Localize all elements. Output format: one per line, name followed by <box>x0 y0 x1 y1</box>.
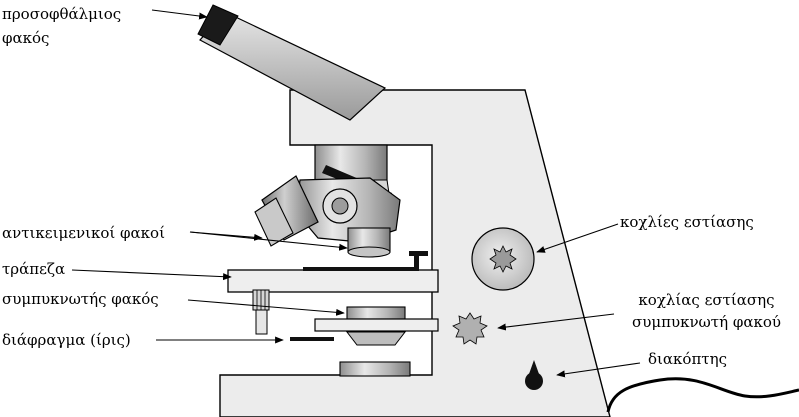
label-focus-knobs: κοχλίες εστίασης <box>620 213 754 231</box>
condenser-lens-top <box>346 306 406 320</box>
stage <box>227 269 439 293</box>
objective-lens-angled <box>254 175 319 247</box>
pointer-condenser-knob <box>497 313 615 331</box>
eyepiece-tube <box>197 4 387 121</box>
label-switch: διακόπτης <box>648 350 727 368</box>
label-objectives: αντικειμενικοί φακοί <box>2 224 165 242</box>
pointer-condenser <box>187 299 345 316</box>
condenser-focus-knob <box>452 312 488 345</box>
light-source <box>339 361 411 377</box>
label-condenser-knob: κοχλίας εστίασης συμπυκνωτή φακού <box>631 291 782 331</box>
diaphragm <box>290 337 334 341</box>
focus-knob-center <box>489 245 517 273</box>
label-diaphragm: διάφραγμα (ίρις) <box>2 331 131 349</box>
microscope-arm <box>219 89 611 417</box>
pointer-focus <box>536 223 619 253</box>
condenser-adjust-knob <box>252 289 270 335</box>
pointer-stage <box>71 269 232 281</box>
objective-lens-vertical <box>347 227 391 258</box>
switch <box>525 360 543 390</box>
pointer-switch <box>556 362 641 378</box>
pointer-eyepiece <box>151 9 208 20</box>
label-eyepiece: προσοφθάλμιος φακός <box>2 5 122 47</box>
condenser-bracket <box>314 318 439 332</box>
label-stage: τράπεζα <box>2 260 66 278</box>
pointer-objectives-2 <box>189 231 348 251</box>
power-cable <box>606 377 799 413</box>
label-condenser: συμπυκνωτής φακός <box>2 290 159 308</box>
stage-clip <box>303 267 415 271</box>
